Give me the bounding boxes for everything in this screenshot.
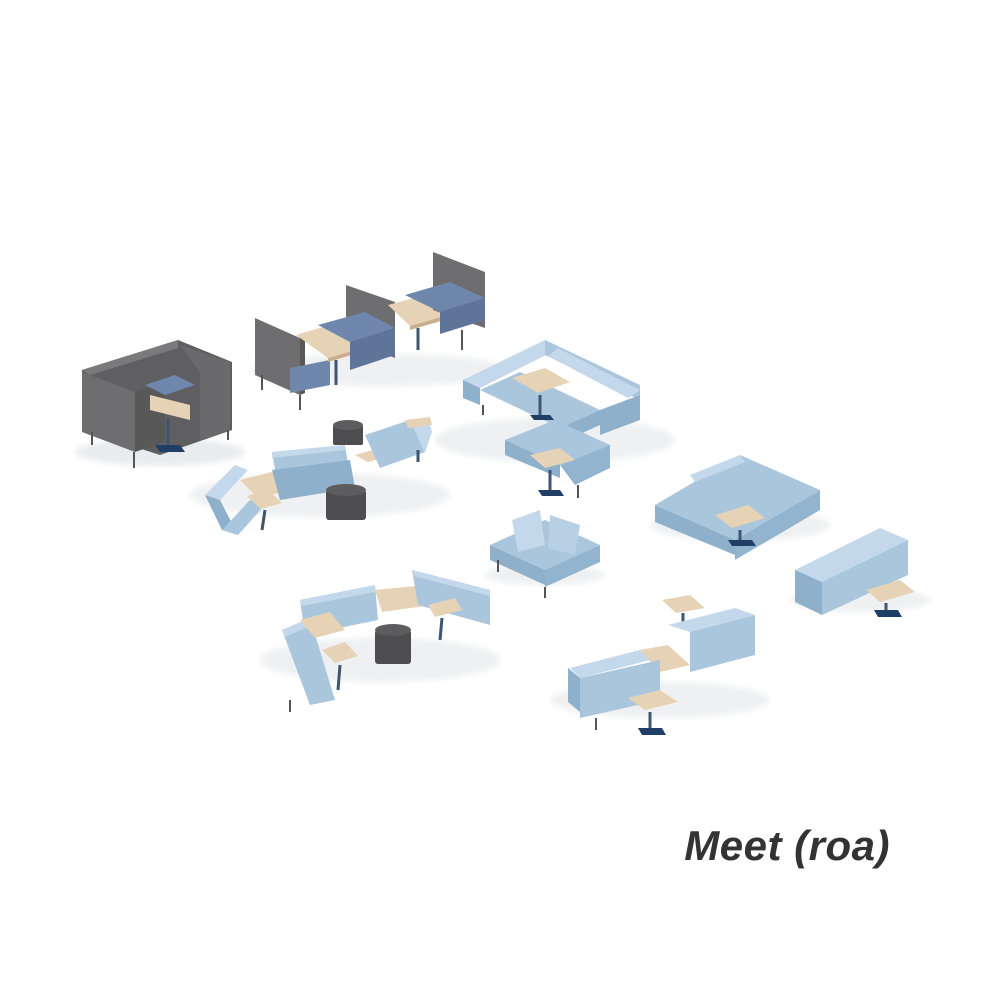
- back-to-back-sofas: [550, 595, 770, 735]
- corner-sofa-large: [435, 340, 675, 498]
- product-caption: Meet (roa): [684, 822, 890, 869]
- cross-sofa: [485, 510, 605, 598]
- enclosed-booth: [75, 340, 245, 468]
- curved-sofa-cluster: [190, 417, 450, 535]
- single-sofa-right: [790, 528, 930, 617]
- curved-cluster-lower: [260, 570, 500, 712]
- booth-row: [250, 252, 510, 410]
- corner-sofa-right: [650, 455, 830, 560]
